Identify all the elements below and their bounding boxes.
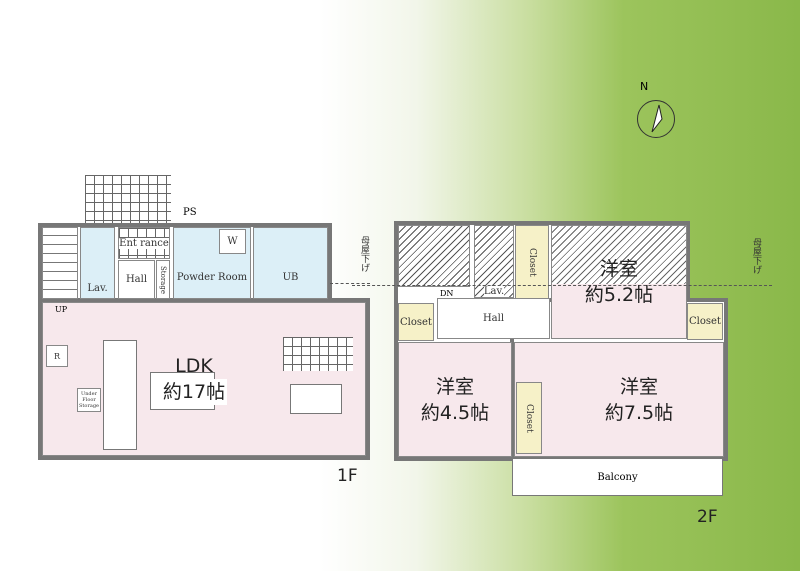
- floor-1-label: 1F: [337, 466, 358, 486]
- tv-rug: [290, 384, 342, 414]
- roof-note-1f: 母屋下げ: [359, 236, 369, 272]
- sofa-area: [283, 337, 353, 371]
- room-unit-bath: UB: [253, 227, 328, 299]
- roof-line-2f: [352, 285, 772, 286]
- compass-label: N: [640, 80, 649, 93]
- closet-right: Closet: [687, 303, 723, 340]
- closet-left: Closet: [398, 303, 434, 341]
- room-hall-1f: Hall: [118, 260, 155, 299]
- stairs-2f: [398, 225, 470, 287]
- balcony: Balcony: [512, 458, 723, 496]
- washer-space: W: [219, 229, 246, 254]
- ps-label: PS: [183, 207, 197, 218]
- entrance-porch: [85, 175, 171, 227]
- floor-2-label: 2F: [697, 507, 718, 527]
- room-western-4-5: 洋室 約4.5帖: [398, 342, 512, 457]
- roof-note-2f: 母屋下げ: [751, 238, 761, 274]
- room-lav-2f: Lav.: [474, 225, 514, 298]
- room-lav-1f: Lav.: [80, 227, 115, 299]
- stairs-1f: [42, 227, 78, 299]
- closet-top: Closet: [515, 225, 549, 300]
- closet-middle: Closet: [516, 382, 542, 454]
- compass-needle-icon: [651, 104, 663, 133]
- underfloor-storage: Under Floor Storage: [77, 388, 101, 412]
- up-label: UP: [55, 305, 68, 314]
- room-hall-2f: Hall: [437, 298, 550, 339]
- roof-line-1f: [330, 283, 370, 284]
- room-ldk: LDK 約17帖: [42, 302, 366, 456]
- room-storage: Storage: [156, 260, 170, 299]
- room-western-5-2: 洋室 約5.2帖: [551, 225, 687, 339]
- room-western-7-5: 洋室 約7.5帖: [514, 342, 724, 457]
- north-compass: [637, 100, 675, 138]
- room-entrance: Ent rance: [118, 227, 170, 259]
- kitchen-counter: [103, 340, 137, 450]
- fridge-space: R: [46, 345, 68, 367]
- dn-label: DN: [440, 289, 454, 298]
